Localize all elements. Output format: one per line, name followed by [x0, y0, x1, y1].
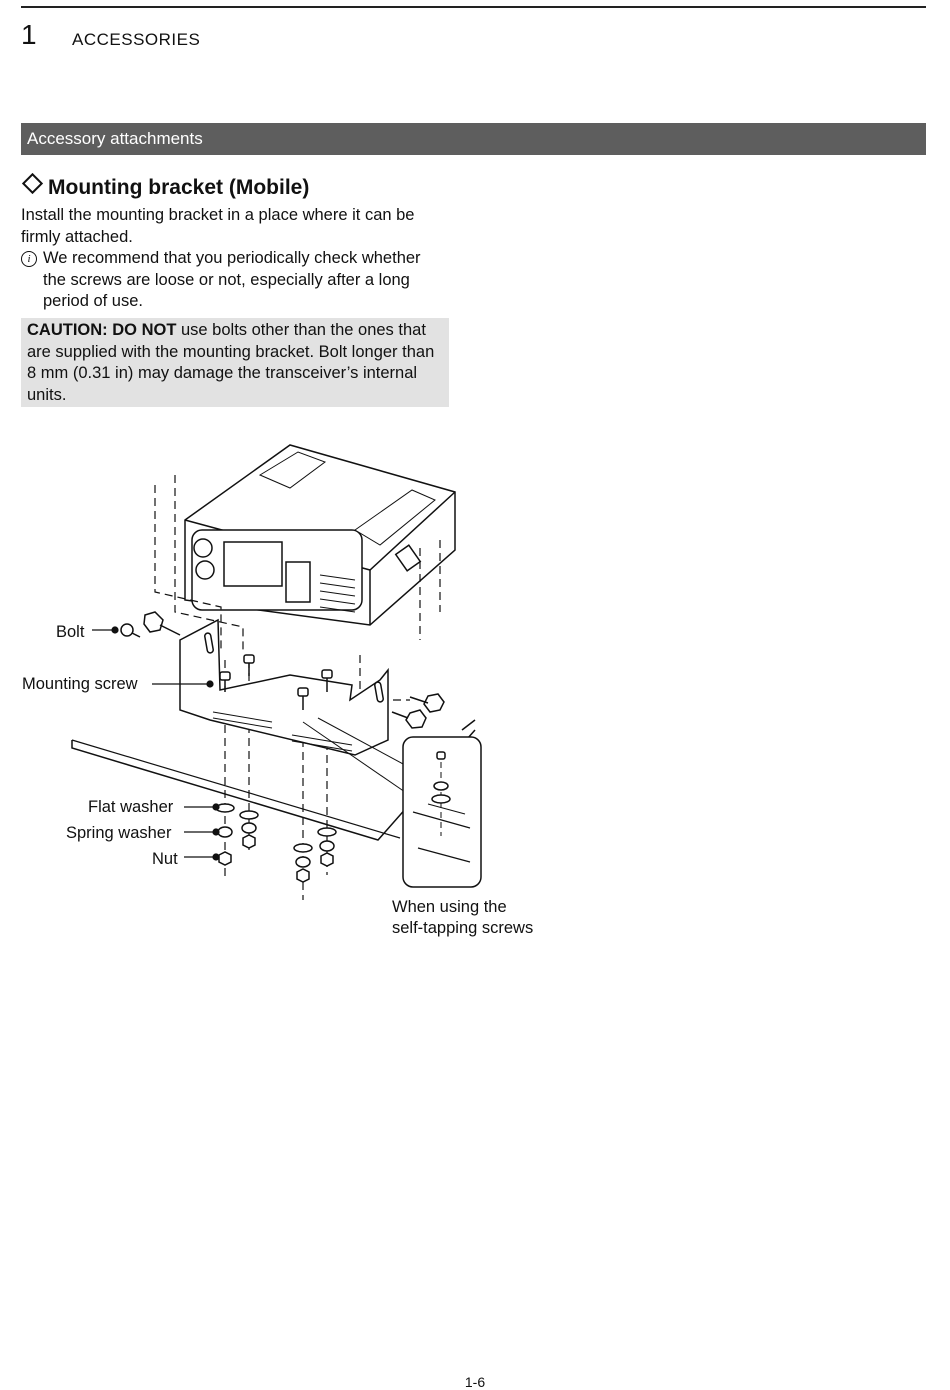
page-number: 1-6 — [464, 1374, 486, 1390]
note-text: We recommend that you periodically check… — [43, 249, 421, 310]
chapter-number: 1 — [21, 19, 37, 50]
heading-text: Mounting bracket (Mobile) — [48, 176, 310, 199]
mounting-diagram — [71, 444, 482, 900]
transceiver-unit — [184, 444, 456, 626]
label-spring-washer: Spring washer — [66, 824, 172, 842]
bolt-parts — [120, 611, 445, 729]
diamond-icon — [21, 172, 44, 195]
page-heading: Mounting bracket (Mobile) — [21, 172, 310, 202]
info-icon: i — [21, 251, 37, 267]
caution-prefix: CAUTION: DO NOT — [27, 321, 177, 339]
leader-lines — [92, 626, 220, 861]
mounting-bracket — [179, 618, 389, 756]
intro-text: Install the mounting bracket in a place … — [21, 206, 415, 246]
chapter-title: ACCESSORIES — [72, 30, 201, 49]
caution-box: CAUTION: DO NOT use bolts other than the… — [21, 318, 449, 407]
label-self-tapping-line2: self-tapping screws — [392, 919, 534, 937]
label-flat-washer: Flat washer — [88, 798, 174, 816]
section-bar: Accessory attachments — [21, 123, 926, 155]
caution-text: use bolts other than the ones that are s… — [27, 321, 435, 404]
mounting-screws — [219, 654, 333, 710]
label-bolt: Bolt — [56, 623, 85, 641]
washers-and-nuts — [215, 803, 337, 883]
label-mounting-screw: Mounting screw — [22, 675, 138, 693]
top-rule — [21, 6, 926, 8]
label-nut: Nut — [152, 850, 178, 868]
note-text-block: i We recommend that you periodically che… — [21, 248, 441, 313]
self-tapping-callout — [302, 717, 482, 888]
label-self-tapping-line1: When using the — [392, 898, 507, 916]
